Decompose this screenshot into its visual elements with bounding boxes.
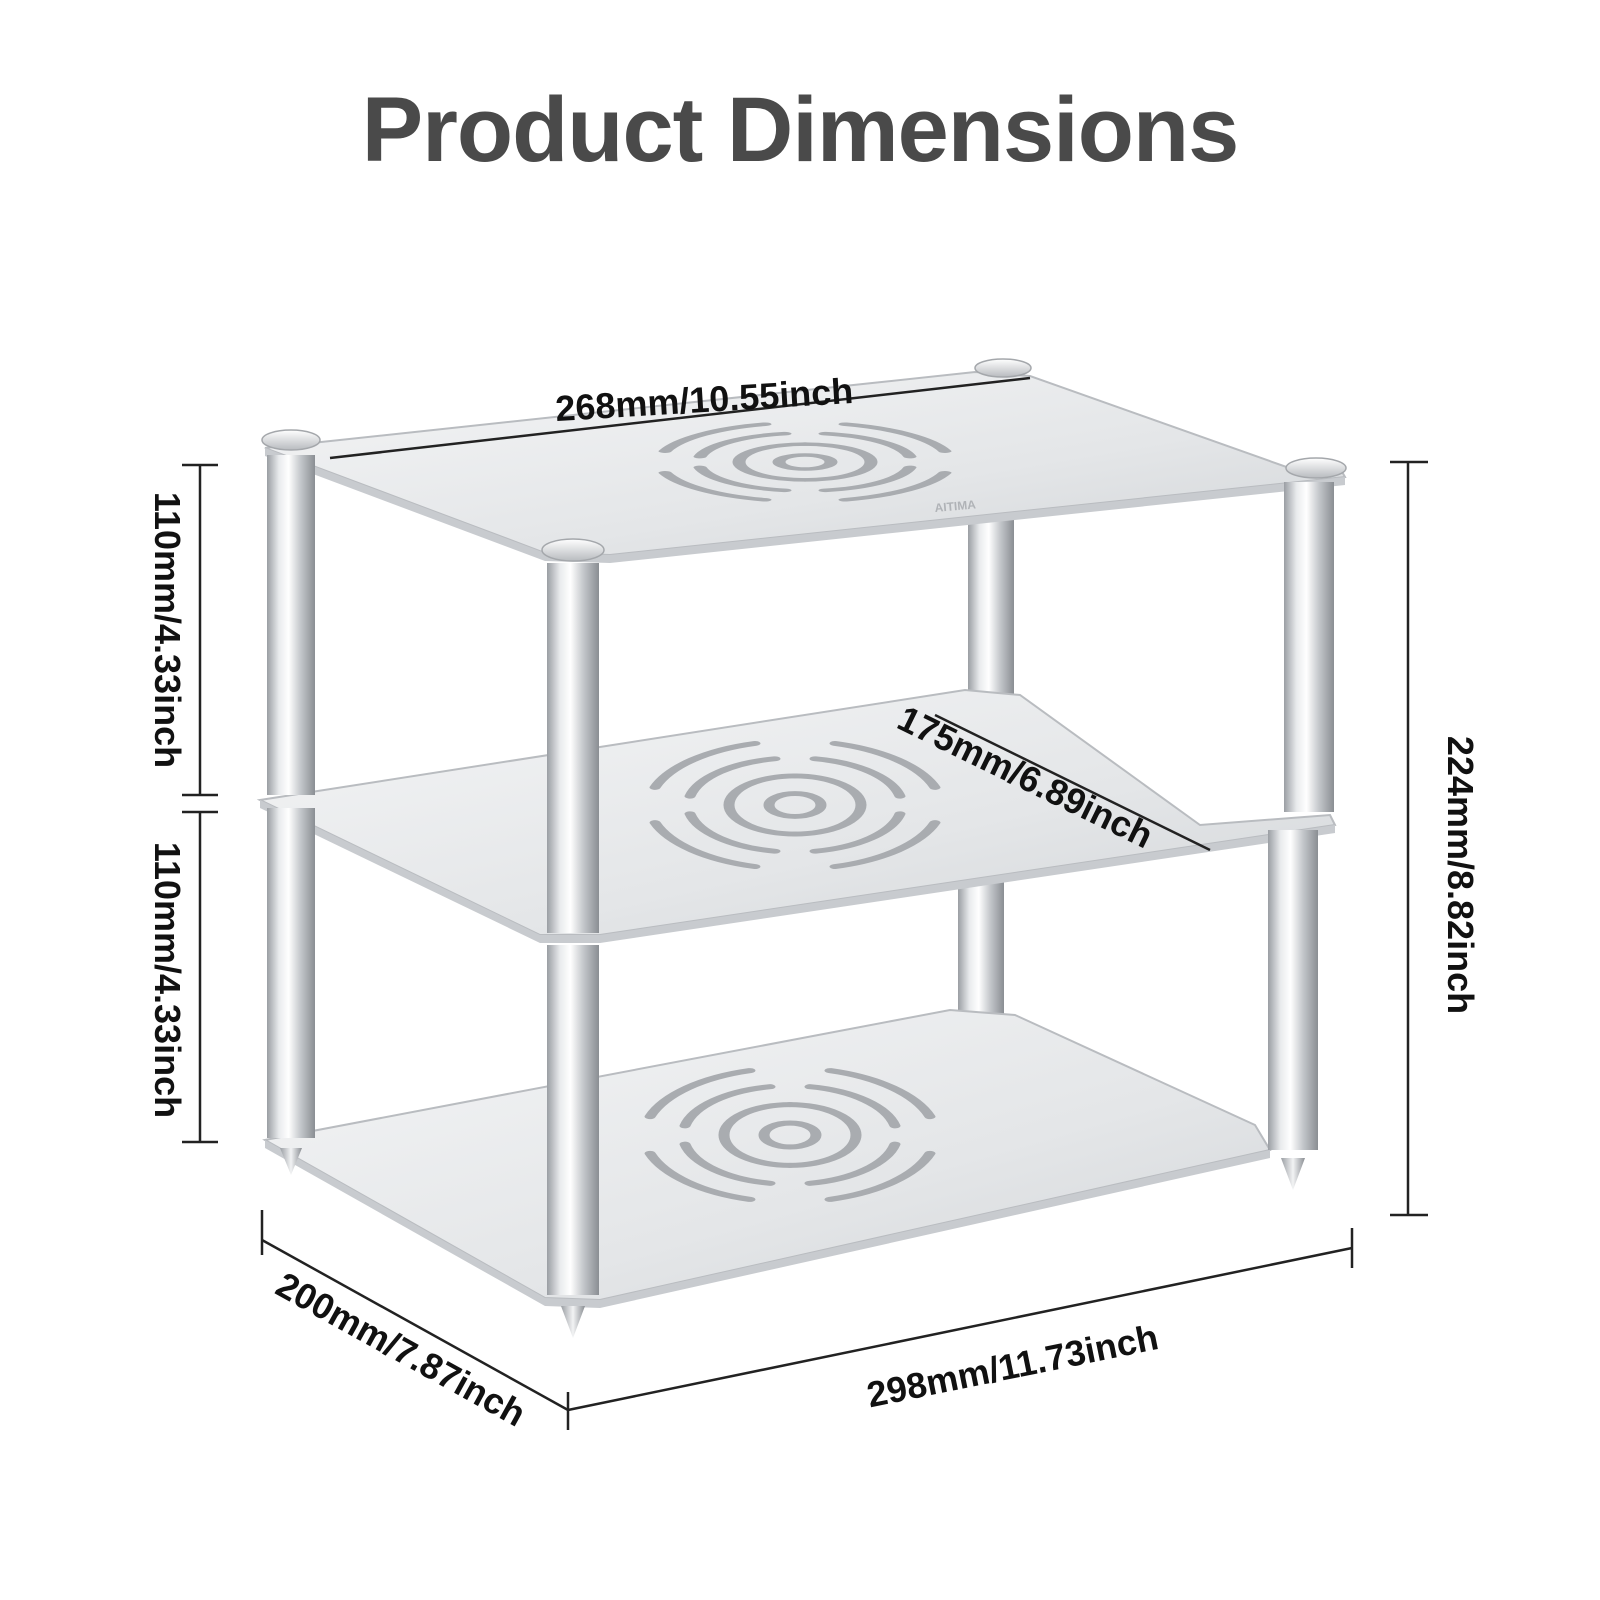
page-title: Product Dimensions <box>361 79 1240 181</box>
vent-pattern-middle <box>649 740 941 870</box>
vent-pattern-bottom <box>644 1068 936 1202</box>
back-post-lower <box>958 870 1004 1020</box>
back-right-cap <box>974 358 1032 378</box>
middle-shelf <box>256 688 1337 943</box>
back-post-upper <box>968 505 1014 700</box>
top-shelf: AITIMA <box>264 370 1347 563</box>
front-left-post <box>261 429 321 1175</box>
brand-mark: AITIMA <box>934 497 977 515</box>
upper-tier-height-label: 110mm/4.33inch <box>147 492 188 768</box>
front-right-post <box>1268 457 1347 1190</box>
dimension-lines <box>182 376 1428 1430</box>
back-posts <box>958 505 1014 1020</box>
bottom-shelf <box>262 1008 1272 1308</box>
total-height-label: 224mm/8.82inch <box>1440 736 1481 1014</box>
base-width-label: 298mm/11.73inch <box>863 1316 1161 1415</box>
front-middle-post <box>541 538 605 1338</box>
base-depth-label: 200mm/7.87inch <box>269 1264 532 1435</box>
vent-pattern-top <box>658 422 952 502</box>
lower-tier-height-label: 110mm/4.33inch <box>147 842 188 1118</box>
